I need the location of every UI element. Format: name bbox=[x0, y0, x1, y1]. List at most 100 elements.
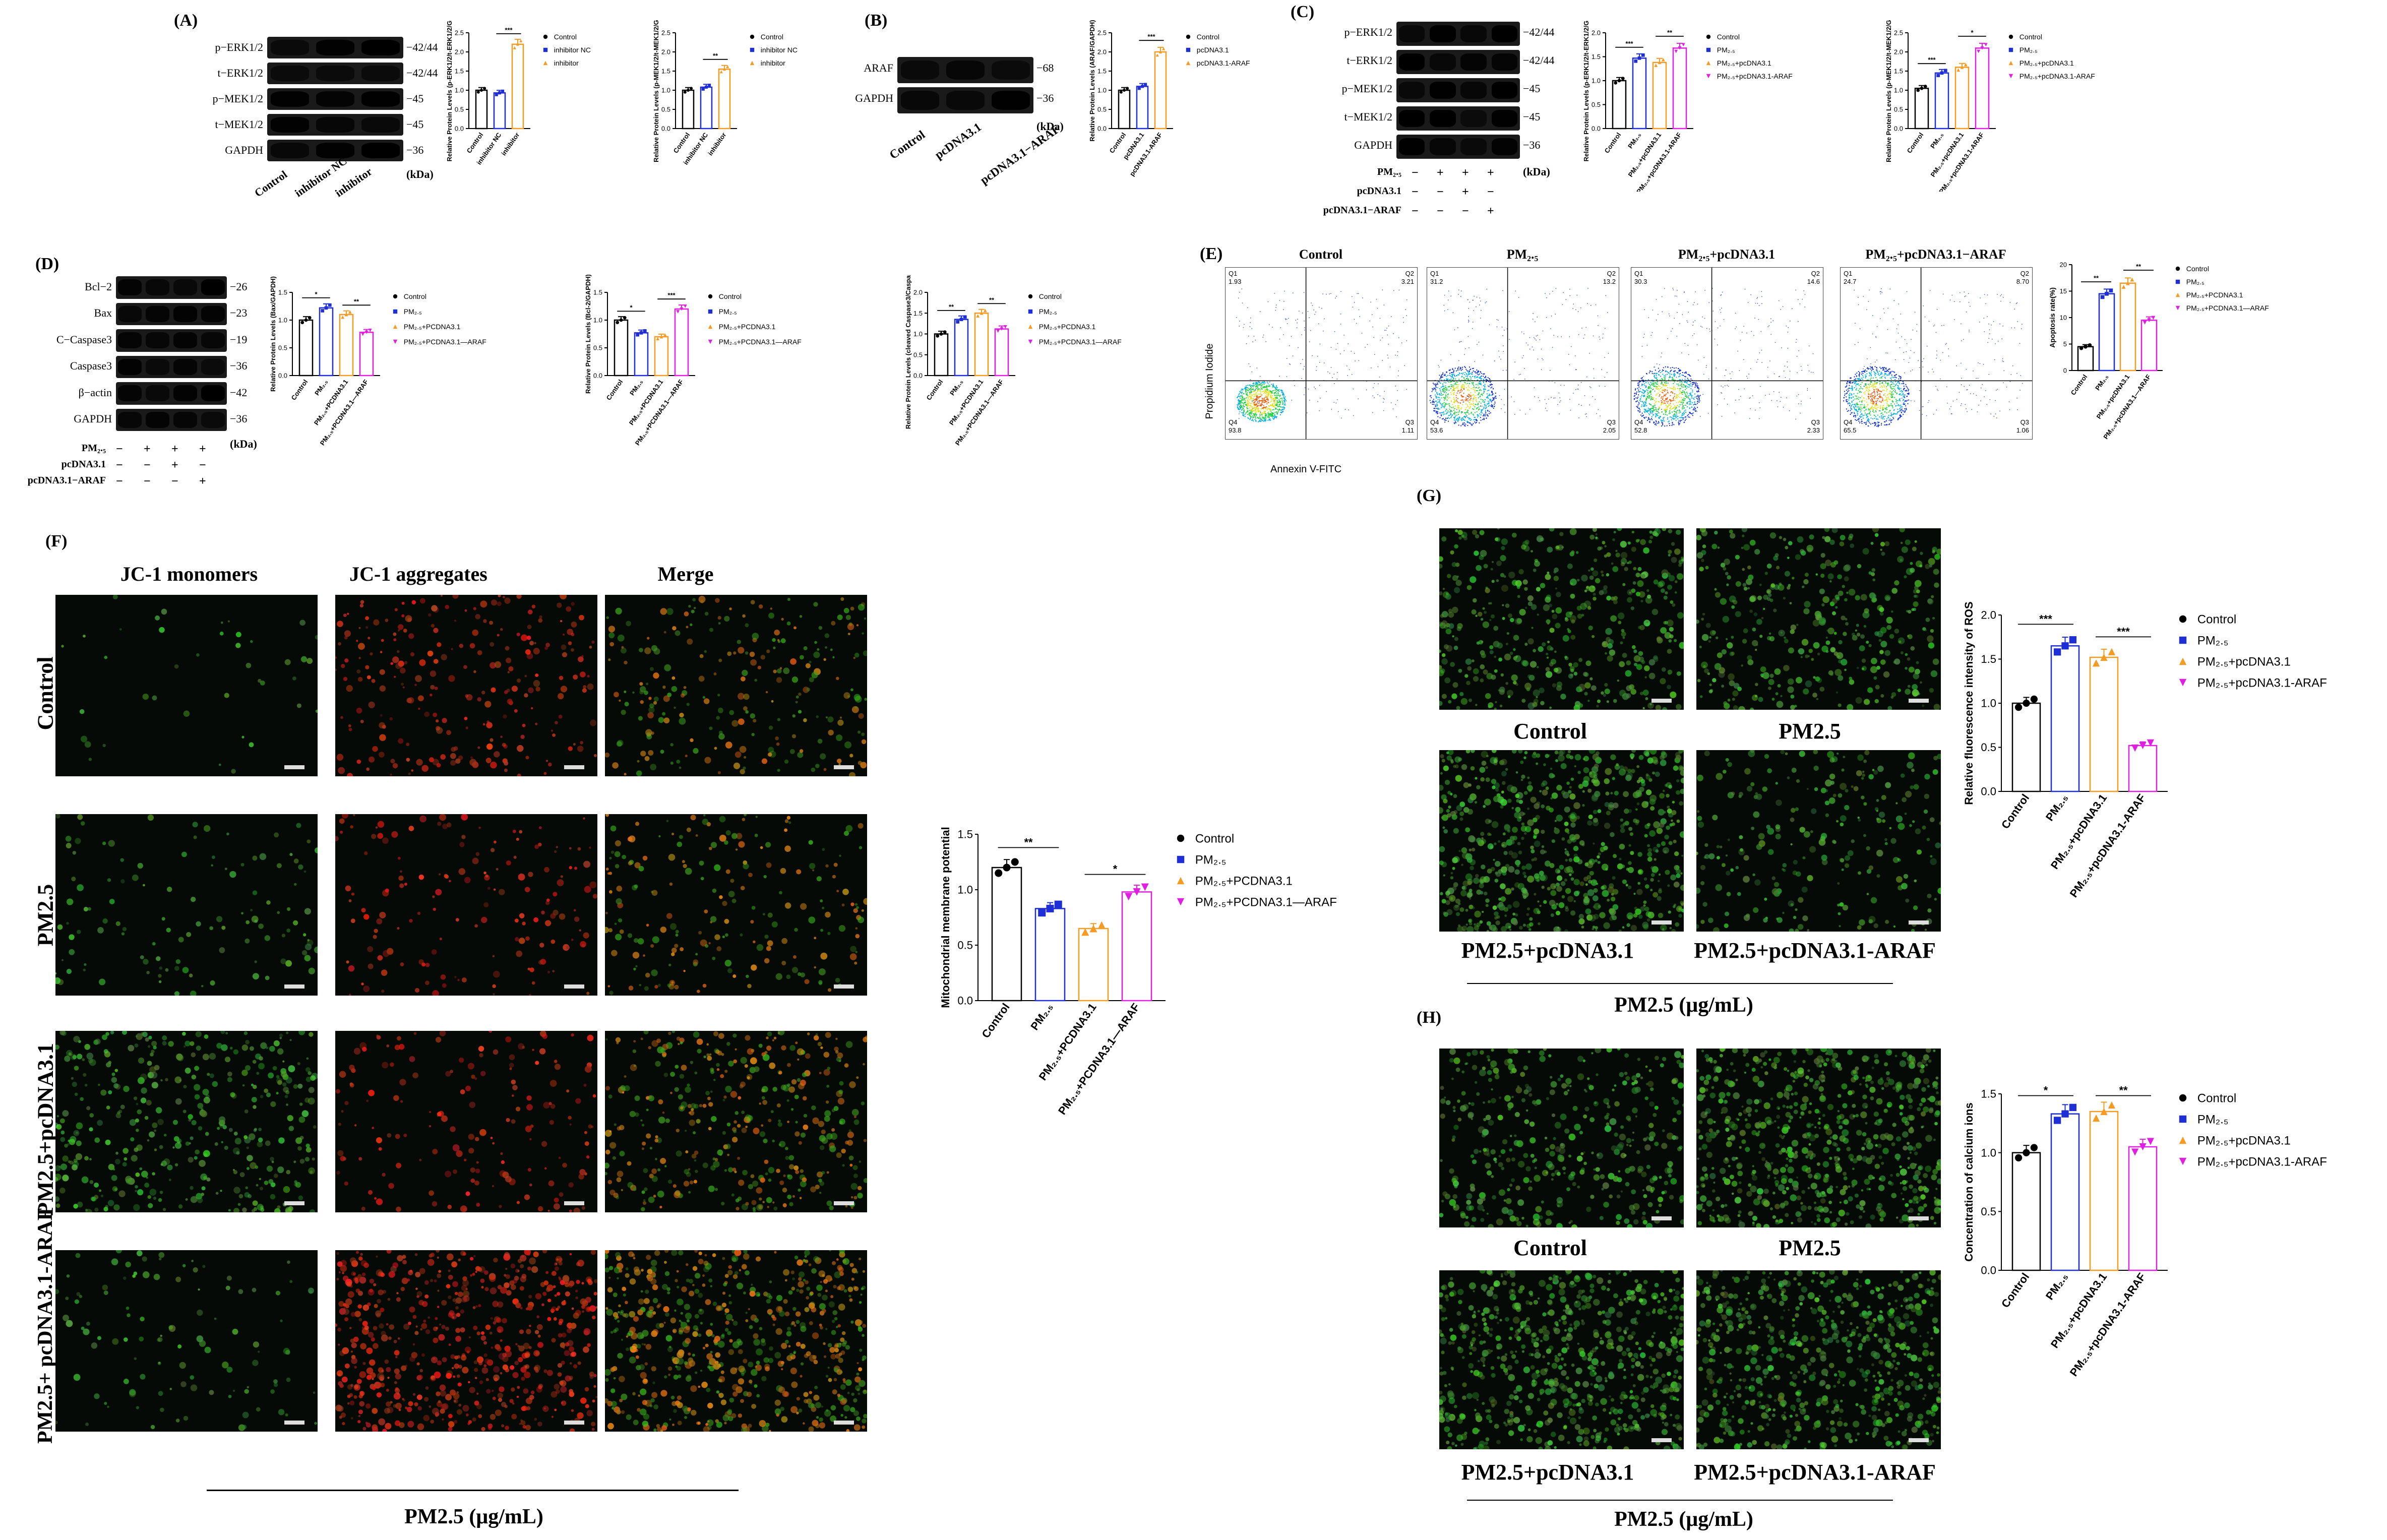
flow-event bbox=[1647, 418, 1649, 420]
flow-event bbox=[1453, 381, 1455, 382]
flow-event bbox=[1676, 402, 1677, 403]
flow-event bbox=[1860, 386, 1861, 388]
flow-event bbox=[1286, 376, 1288, 377]
flow-event bbox=[1239, 409, 1240, 410]
flow-event bbox=[1856, 395, 1857, 397]
flow-event bbox=[1648, 403, 1650, 404]
flow-event bbox=[1271, 392, 1272, 394]
flow-event bbox=[1546, 317, 1547, 318]
flow-event bbox=[1890, 372, 1891, 374]
flow-event bbox=[1249, 399, 1251, 400]
bar bbox=[991, 867, 1022, 1002]
flow-event bbox=[1651, 411, 1653, 412]
flow-event bbox=[1669, 404, 1671, 406]
flow-event bbox=[1263, 407, 1265, 409]
flow-event bbox=[1377, 307, 1378, 309]
flow-event bbox=[1656, 379, 1658, 381]
flow-event bbox=[1779, 392, 1780, 393]
flow-event bbox=[1662, 371, 1663, 372]
flow-event bbox=[1675, 408, 1677, 409]
data-point bbox=[963, 315, 967, 319]
flow-event bbox=[1658, 388, 1660, 389]
flow-event bbox=[1810, 372, 1812, 373]
flow-event bbox=[1875, 410, 1876, 412]
flow-event bbox=[1404, 365, 1405, 366]
flow-event bbox=[1480, 376, 1481, 378]
data-point bbox=[1003, 864, 1011, 872]
flow-event bbox=[1709, 331, 1710, 332]
flow-event bbox=[1743, 359, 1744, 360]
flow-event bbox=[1901, 391, 1903, 393]
flow-event bbox=[1590, 387, 1592, 388]
flow-event bbox=[1653, 421, 1655, 423]
blot-row bbox=[267, 114, 403, 136]
flow-event bbox=[1474, 412, 1476, 413]
legend-entry: Control bbox=[761, 33, 783, 41]
flow-event bbox=[1546, 297, 1547, 298]
blot-band bbox=[992, 91, 1030, 110]
flow-event bbox=[1466, 378, 1467, 379]
flow-event bbox=[1479, 422, 1480, 424]
flow-event bbox=[1899, 405, 1900, 406]
flow-event bbox=[1456, 414, 1457, 416]
y-tick-label: 0.0 bbox=[1981, 785, 1996, 798]
flow-event bbox=[1882, 401, 1884, 402]
flow-event bbox=[1447, 417, 1449, 418]
flow-event bbox=[1651, 397, 1652, 399]
flow-event bbox=[1268, 405, 1269, 406]
flow-event bbox=[1658, 385, 1660, 387]
flow-event bbox=[1483, 379, 1484, 380]
flow-event bbox=[1904, 411, 1905, 413]
flow-event bbox=[1268, 386, 1269, 387]
data-point bbox=[956, 320, 960, 324]
blot-band bbox=[316, 40, 354, 55]
flow-event bbox=[1358, 360, 1360, 361]
flow-event bbox=[1433, 399, 1434, 400]
flow-event bbox=[1461, 412, 1462, 414]
flow-event bbox=[1479, 382, 1480, 384]
flow-event bbox=[1265, 341, 1266, 342]
flow-event bbox=[1304, 321, 1305, 322]
flow-event bbox=[1886, 383, 1888, 384]
flow-event bbox=[1252, 401, 1253, 402]
flow-event bbox=[1470, 368, 1472, 370]
flow-event bbox=[1283, 300, 1284, 302]
legend-entry: PM₂.₅+PCDNA3.1 bbox=[2186, 291, 2243, 299]
flow-event bbox=[1477, 407, 1478, 409]
flow-event bbox=[1279, 402, 1281, 404]
flow-event bbox=[1890, 384, 1892, 385]
flow-event bbox=[1682, 408, 1683, 410]
flow-event bbox=[1453, 378, 1454, 380]
flow-event bbox=[1468, 383, 1470, 384]
flow-event bbox=[1880, 415, 1882, 417]
flow-event bbox=[1436, 404, 1438, 406]
flow-event bbox=[1340, 291, 1341, 292]
blot-band bbox=[1491, 53, 1518, 71]
flow-event bbox=[1479, 381, 1480, 382]
flow-event bbox=[1454, 416, 1455, 418]
flow-event bbox=[1485, 415, 1486, 416]
flow-event bbox=[1463, 396, 1464, 398]
legend-entry: PM₂.₅+pcDNA3.1 bbox=[2019, 59, 2074, 67]
data-point bbox=[2100, 653, 2108, 661]
flow-event bbox=[1861, 371, 1862, 373]
flow-event bbox=[1472, 424, 1473, 425]
flow-event bbox=[1677, 290, 1678, 291]
flow-event bbox=[1748, 374, 1749, 375]
flow-event bbox=[1548, 399, 1549, 400]
legend-entry: PM₂.₅+pcDNA3.1-ARAF bbox=[2197, 1155, 2327, 1168]
flow-event bbox=[1888, 424, 1890, 425]
flow-event bbox=[1303, 368, 1304, 370]
flow-event bbox=[1891, 388, 1893, 390]
flow-event bbox=[1648, 395, 1650, 397]
flow-event bbox=[1279, 406, 1281, 408]
flow-event bbox=[1906, 400, 1907, 402]
flow-event bbox=[1439, 417, 1441, 418]
flow-event bbox=[1485, 405, 1487, 406]
quadrant-q2-name: Q2 bbox=[1607, 270, 1616, 277]
flow-event bbox=[1650, 408, 1652, 409]
flow-event bbox=[1669, 411, 1670, 413]
flow-event bbox=[1672, 421, 1673, 423]
flow-event bbox=[1900, 376, 1902, 378]
data-point bbox=[2023, 699, 2030, 707]
